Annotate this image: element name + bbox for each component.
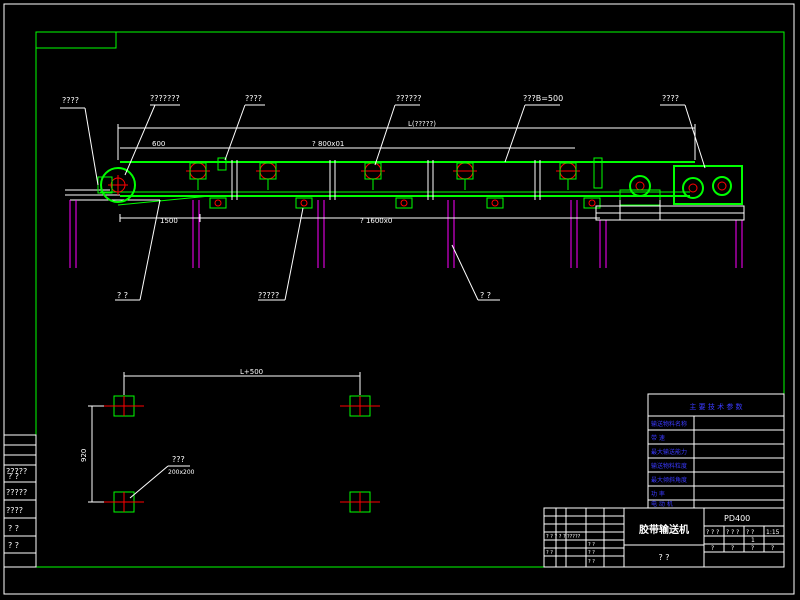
label-leg: ? ? bbox=[480, 291, 491, 300]
params-row-5: 最大倾斜角度 bbox=[651, 476, 687, 484]
scale-cell-3: ? ? bbox=[746, 529, 754, 536]
bottom-cell-2: ? bbox=[731, 545, 734, 552]
tb-left-1: ? ? ? ? ? bbox=[546, 534, 566, 540]
bottom-cell-1: ? bbox=[711, 545, 714, 552]
label-belt-spec: ???B=500 bbox=[523, 94, 563, 103]
params-row-7: 电 动 机 bbox=[651, 500, 673, 508]
label-tail-note: ???? bbox=[662, 94, 679, 103]
tb-left-2: ????? bbox=[567, 534, 581, 540]
strip-text-1: ????? bbox=[6, 467, 27, 476]
strip-text-6: ? ? bbox=[8, 541, 19, 550]
dim-foundation-height: 920 bbox=[80, 449, 88, 462]
label-drive: ???? bbox=[245, 94, 262, 103]
params-table bbox=[647, 393, 785, 509]
scale-cell-4: 1:15 bbox=[766, 529, 780, 536]
label-return-idler: ????? bbox=[258, 291, 279, 300]
title-name: 胶带输送机 bbox=[639, 523, 689, 536]
dim-spacing-bottom: ? 1600x0 bbox=[360, 217, 392, 225]
foundation-plan bbox=[88, 372, 380, 513]
scale-cell-2: ? ? ? bbox=[726, 529, 739, 536]
strip-text-5: ? ? bbox=[8, 524, 19, 533]
tb-left-6: ? ? bbox=[588, 559, 595, 565]
dim-600: 600 bbox=[152, 140, 165, 148]
label-bolt-size: 200x200 bbox=[168, 469, 195, 476]
bottom-cell-4: ? bbox=[771, 545, 774, 552]
tb-left-4: ? ? bbox=[546, 550, 553, 556]
outer-border bbox=[3, 3, 795, 595]
params-row-3: 最大输送能力 bbox=[651, 448, 687, 456]
label-head-pulley: ??????? bbox=[150, 94, 180, 103]
params-row-6: 功 率 bbox=[651, 490, 665, 498]
return-idlers bbox=[209, 197, 601, 209]
dim-1500: 1500 bbox=[160, 217, 178, 225]
title-block bbox=[543, 507, 785, 568]
corner-box bbox=[35, 31, 117, 49]
dim-foundation-width: L+500 bbox=[240, 368, 263, 376]
dim-length: L(?????) bbox=[408, 120, 436, 128]
drive-unit bbox=[595, 165, 745, 221]
title-code: PD400 bbox=[724, 514, 750, 523]
count-cell: 1 bbox=[751, 537, 755, 544]
params-title: 主 要 技 术 参 数 bbox=[689, 402, 742, 411]
inner-border bbox=[35, 31, 785, 568]
scale-cell-1: ? ? ? bbox=[706, 529, 719, 536]
label-bolt: ??? bbox=[172, 455, 185, 464]
support-legs bbox=[69, 200, 743, 268]
tb-left-5: ? ? bbox=[588, 550, 595, 556]
title-sub: ? ? bbox=[658, 553, 669, 562]
params-row-4: 输送物料粒度 bbox=[651, 462, 687, 470]
conveyor-elevation bbox=[60, 104, 745, 301]
params-row-1: 输送物料名称 bbox=[651, 420, 687, 428]
label-top-left: ???? bbox=[62, 96, 79, 105]
strip-text-4: ???? bbox=[6, 506, 23, 515]
label-frame: ? ? bbox=[117, 291, 128, 300]
dim-spacing-top: ? 800x01 bbox=[312, 140, 344, 148]
left-strip-table: ????? ? ? ????? ???? ? ? ? ? bbox=[3, 434, 37, 568]
bottom-cell-3: ? bbox=[751, 545, 754, 552]
label-carrying-idler: ?????? bbox=[396, 94, 421, 103]
tb-left-3: ? ? bbox=[588, 542, 595, 548]
strip-text-2: ? ? bbox=[8, 472, 19, 481]
carrying-idlers bbox=[186, 162, 580, 190]
params-row-2: 带 速 bbox=[651, 434, 665, 442]
tail-pulley bbox=[100, 167, 136, 203]
strip-text-3: ????? bbox=[6, 488, 27, 497]
